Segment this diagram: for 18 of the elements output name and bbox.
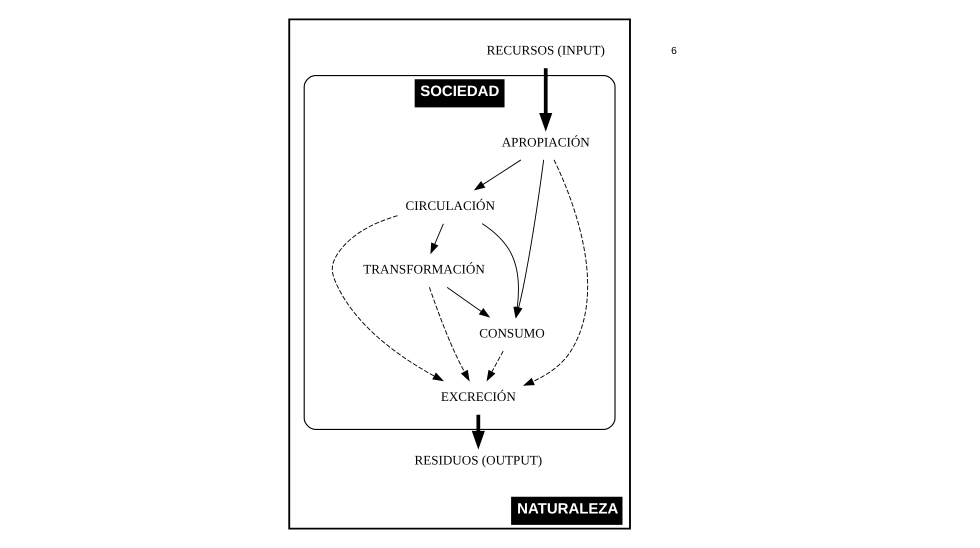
node-text: RECURSOS (INPUT) [486,42,604,58]
arrow [430,223,444,254]
node-text: TRANSFORMACIÓN [362,262,484,277]
node-text: CONSUMO [478,325,544,340]
node-text: RESIDUOS (OUTPUT) [414,452,542,468]
arrow [446,286,490,318]
node-text: EXCRECIÓN [440,389,516,404]
arrow [481,223,521,318]
arrow [522,159,588,386]
arrow [473,159,521,190]
arrow [538,68,552,132]
arrow [428,286,470,382]
label: 6 [670,46,676,57]
arrow [471,414,484,450]
arrow [331,215,444,382]
node-text: CIRCULACIÓN [405,198,494,214]
arrow [486,350,504,382]
node-text: APROPIACIÓN [501,134,590,150]
